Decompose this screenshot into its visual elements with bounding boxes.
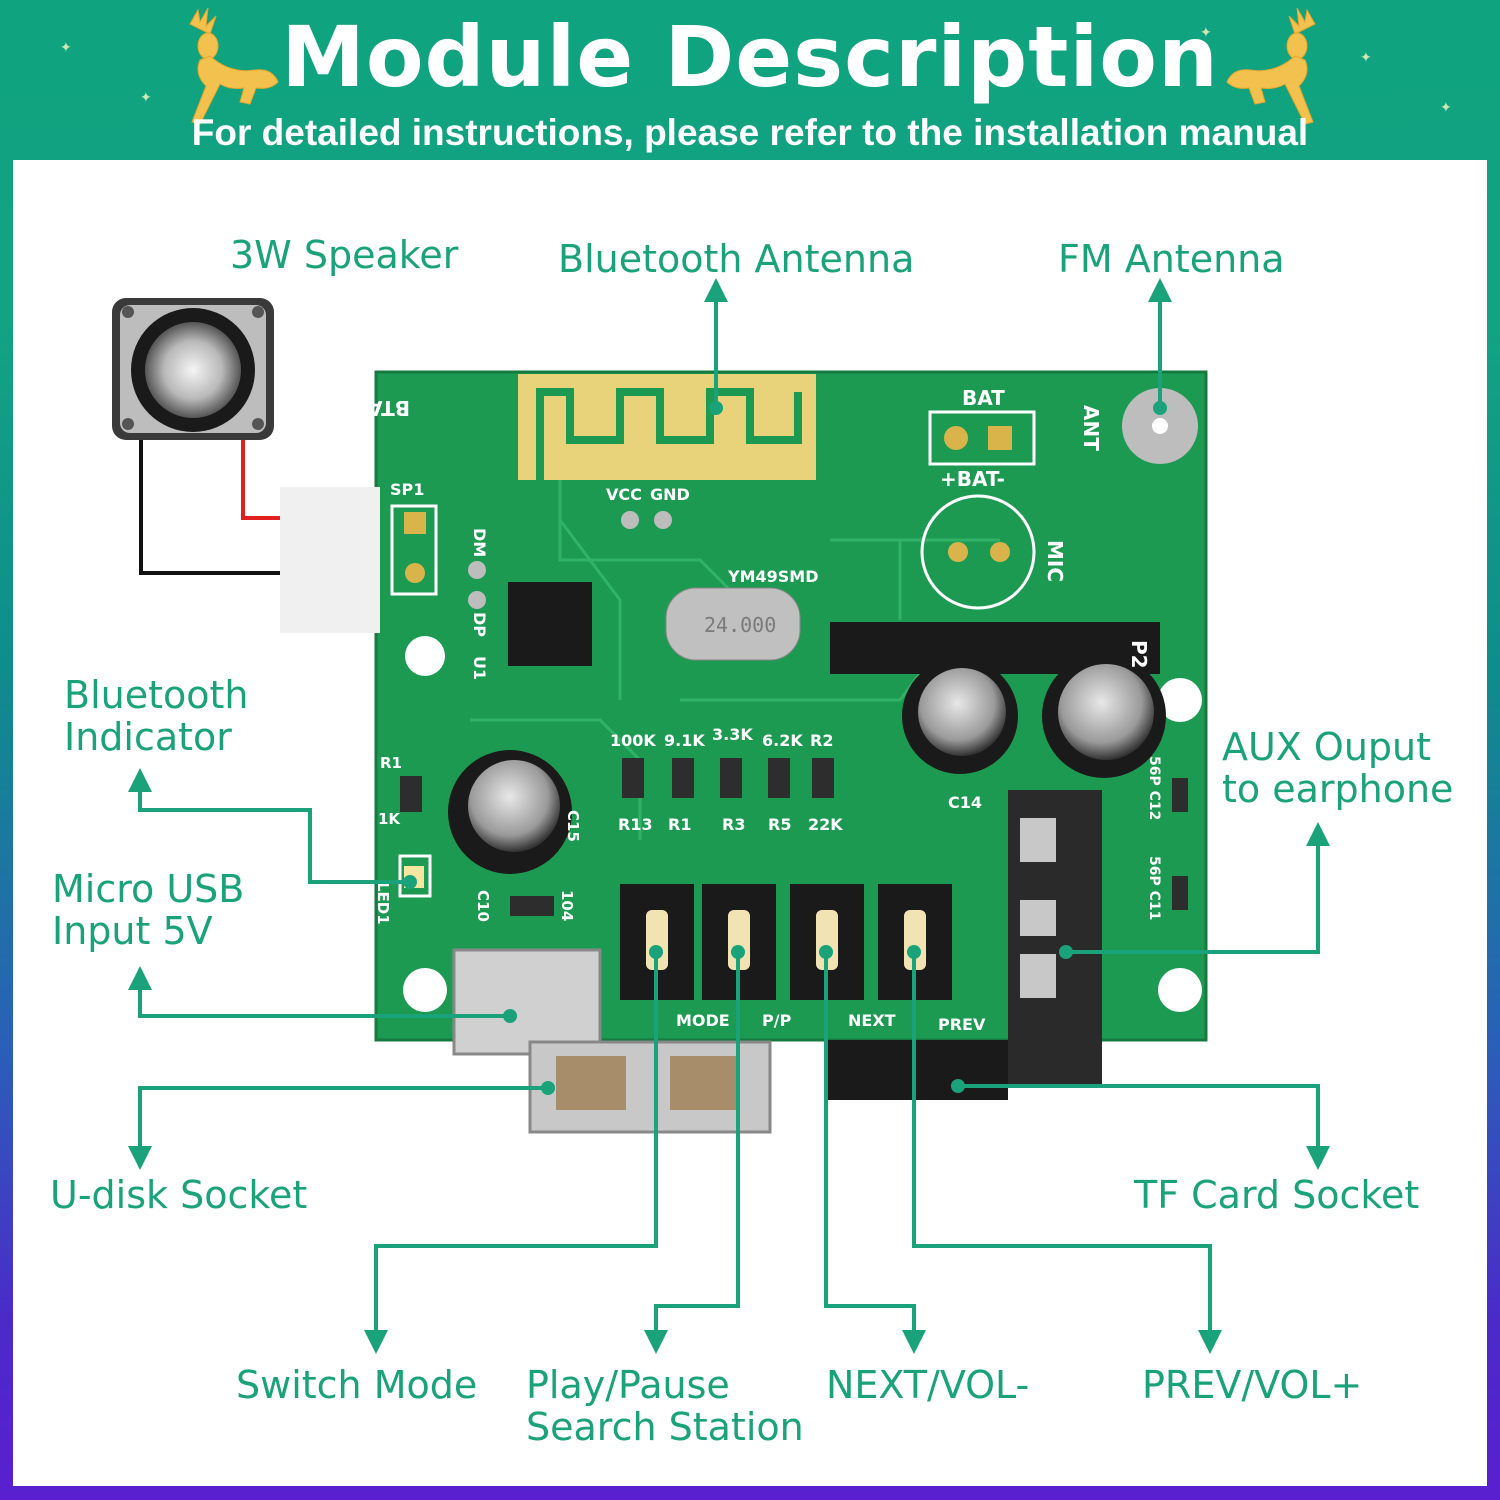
sparkle-decoration: ✦	[1440, 100, 1452, 116]
silk-c15: C15	[564, 810, 582, 842]
silk-bat: BAT	[962, 386, 1005, 410]
usb-input-pointer	[128, 966, 510, 1018]
label-bluetooth-indicator-1: Bluetooth	[64, 673, 249, 717]
silk-pp: P/P	[762, 1011, 792, 1030]
silk-led1: LED1	[374, 882, 392, 925]
silk-r-value: 9.1K	[664, 731, 705, 750]
label-prev-vol: PREV/VOL+	[1142, 1363, 1363, 1407]
reindeer-icon	[189, 7, 279, 125]
label-aux-output-2: to earphone	[1222, 767, 1454, 811]
label-bluetooth-indicator-2: Indicator	[64, 715, 232, 759]
label-fm-antenna: FM Antenna	[1058, 237, 1285, 281]
silk-r-value: R2	[810, 731, 833, 750]
silk-u1: U1	[470, 656, 489, 680]
silk-bat-pm: +BAT-	[940, 467, 1005, 491]
silk-p2: P2	[1127, 640, 1151, 669]
silk-ant: ANT	[1079, 405, 1103, 451]
bt-indicator-pointer	[128, 768, 410, 884]
silk-r1k: 1K	[378, 810, 401, 828]
prev-button-pointer	[912, 952, 1222, 1354]
sparkle-decoration: ✦	[290, 30, 302, 46]
silk-crystal-part: YM49SMD	[727, 567, 819, 586]
sparkle-decoration: ✦	[60, 40, 72, 56]
pcb-board	[280, 370, 1208, 1134]
play-button-pointer	[644, 952, 740, 1354]
silk-r-name: R3	[722, 815, 745, 834]
label-bluetooth-antenna: Bluetooth Antenna	[558, 237, 915, 281]
sparkle-decoration: ✦	[140, 90, 152, 106]
page-title: Module Description	[281, 8, 1219, 106]
reindeer-icon	[1226, 7, 1316, 125]
mode-button-pointer	[364, 952, 658, 1354]
silk-next: NEXT	[848, 1011, 896, 1030]
sparkle-decoration: ✦	[1200, 25, 1212, 41]
label-usb-input-2: Input 5V	[52, 909, 213, 953]
silk-dp: DP	[470, 612, 489, 637]
silk-btant: BTANT1	[323, 396, 410, 420]
silk-r-name: R5	[768, 815, 791, 834]
page-subtitle: For detailed instructions, please refer …	[191, 112, 1309, 153]
silk-mic: MIC	[1043, 540, 1067, 582]
label-next-vol: NEXT/VOL-	[826, 1363, 1030, 1407]
silk-r-name: R1	[668, 815, 691, 834]
label-switch-mode: Switch Mode	[236, 1363, 478, 1407]
speaker-image	[112, 298, 274, 440]
label-usb-input-1: Micro USB	[52, 867, 245, 911]
silk-c14: C14	[948, 793, 982, 812]
silk-prev: PREV	[938, 1015, 986, 1034]
udisk-pointer	[128, 1086, 548, 1170]
silk-gnd: GND	[650, 485, 690, 504]
silk-r-value: 3.3K	[712, 725, 753, 744]
silk-dm: DM	[470, 528, 489, 557]
label-play-pause-1: Play/Pause	[526, 1363, 730, 1407]
silk-sp1: SP1	[390, 480, 424, 499]
silk-c11: 56P C11	[1146, 856, 1162, 920]
tf-card-pointer	[958, 1084, 1330, 1170]
label-tf-card-socket: TF Card Socket	[1134, 1173, 1420, 1217]
silk-r-name: R13	[618, 815, 653, 834]
silk-r-value: 100K	[610, 731, 656, 750]
aux-output-pointer	[1066, 822, 1330, 954]
silk-c12: 56P C12	[1146, 756, 1162, 820]
silk-r-name: 22K	[808, 815, 843, 834]
silk-r-value: 6.2K	[762, 731, 803, 750]
silk-c10: C10	[474, 890, 492, 922]
label-udisk-socket: U-disk Socket	[50, 1173, 308, 1217]
label-play-pause-2: Search Station	[526, 1405, 804, 1449]
silk-vcc: VCC	[606, 485, 642, 504]
silk-r1: R1	[380, 754, 402, 772]
silk-c104: 104	[558, 890, 576, 921]
next-button-pointer	[824, 952, 926, 1354]
silk-crystal-value: 24.000	[704, 613, 776, 637]
label-speaker: 3W Speaker	[230, 233, 459, 277]
label-aux-output-1: AUX Ouput	[1222, 725, 1432, 769]
silk-mode: MODE	[676, 1011, 730, 1030]
sparkle-decoration: ✦	[1360, 50, 1372, 66]
